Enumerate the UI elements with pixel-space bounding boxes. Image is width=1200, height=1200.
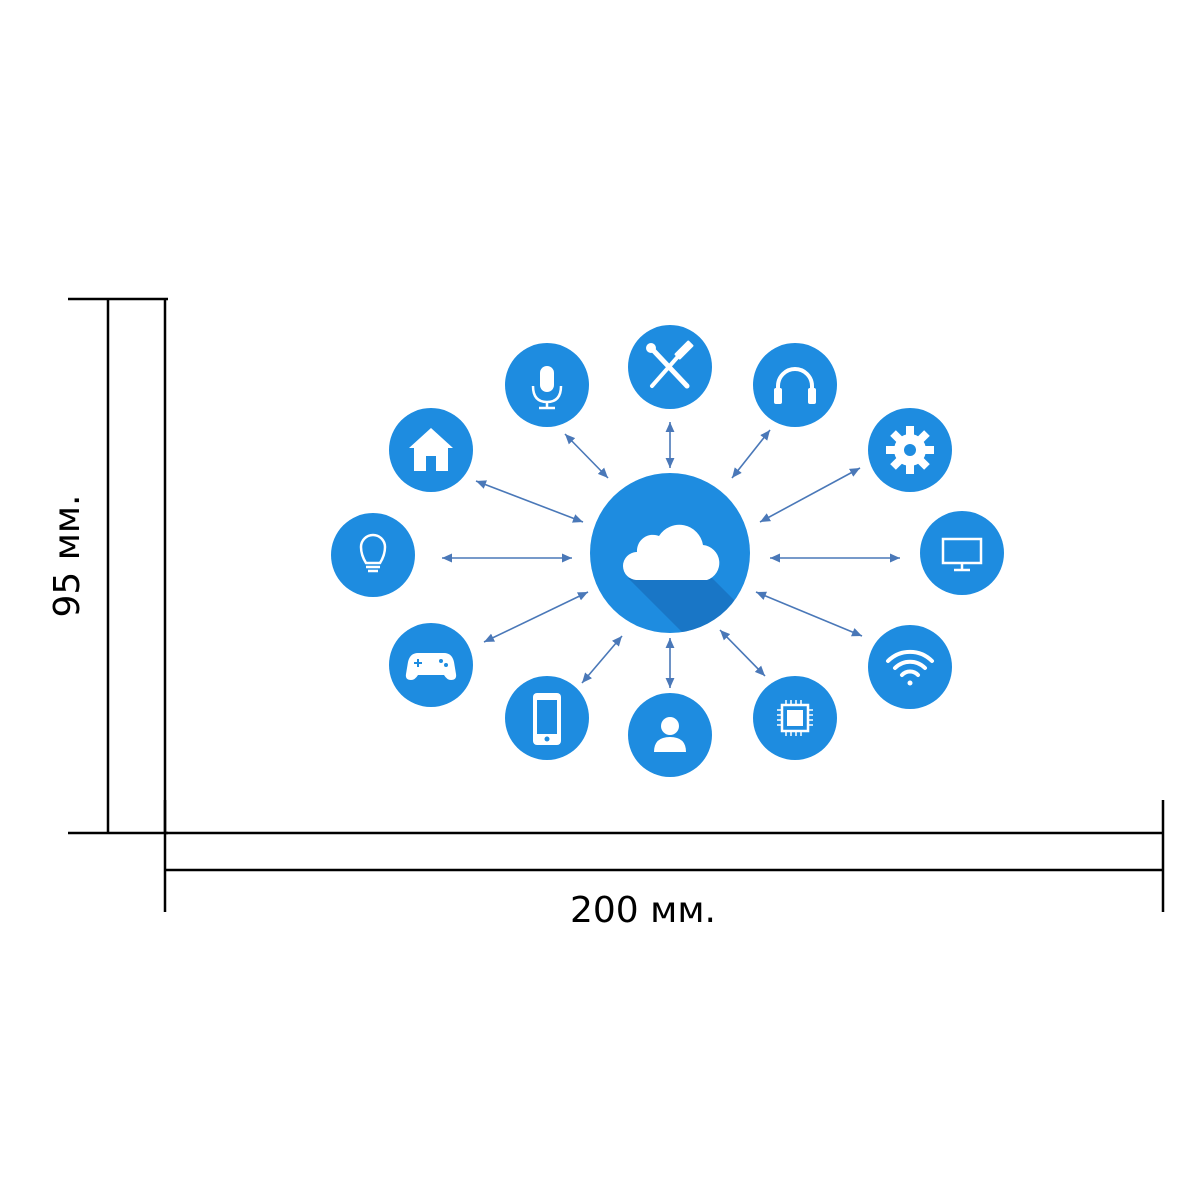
node-headphones — [753, 343, 837, 427]
node-smartphone — [505, 676, 589, 760]
node-gamepad — [389, 623, 473, 707]
arrow-wifi — [755, 591, 863, 637]
node-user — [628, 693, 712, 777]
headphones-icon — [774, 367, 816, 404]
arrow-gamepad — [483, 591, 589, 643]
monitor-icon — [941, 537, 983, 572]
dimension-lines — [68, 297, 1165, 912]
node-home — [389, 408, 473, 492]
width-dimension-label: 200 мм. — [570, 890, 716, 931]
tools-icon — [646, 340, 694, 389]
arrow-headphones — [731, 429, 771, 479]
height-dimension-label: 95 мм. — [47, 494, 88, 618]
wifi-icon — [886, 649, 934, 686]
arrow-smartphone — [581, 635, 623, 684]
cloud-hub — [590, 473, 750, 633]
gear-icon — [886, 426, 934, 474]
node-tools — [628, 325, 712, 409]
microphone-icon — [531, 366, 563, 410]
home-icon — [409, 428, 453, 471]
arrow-microphone — [564, 433, 609, 479]
node-wifi — [868, 625, 952, 709]
node-microphone — [505, 343, 589, 427]
node-monitor — [920, 511, 1004, 595]
chip-icon — [777, 700, 813, 736]
node-chip — [753, 676, 837, 760]
gamepad-icon — [405, 653, 457, 680]
node-lightbulb — [331, 513, 415, 597]
cloud-icon — [623, 524, 720, 580]
arrow-chip — [719, 629, 766, 677]
arrow-gear — [759, 467, 861, 523]
user-icon — [654, 717, 686, 752]
lightbulb-icon — [359, 533, 387, 573]
arrow-home — [475, 480, 584, 523]
smartphone-icon — [533, 693, 561, 745]
connector-arrows — [442, 422, 900, 688]
node-gear — [868, 408, 952, 492]
